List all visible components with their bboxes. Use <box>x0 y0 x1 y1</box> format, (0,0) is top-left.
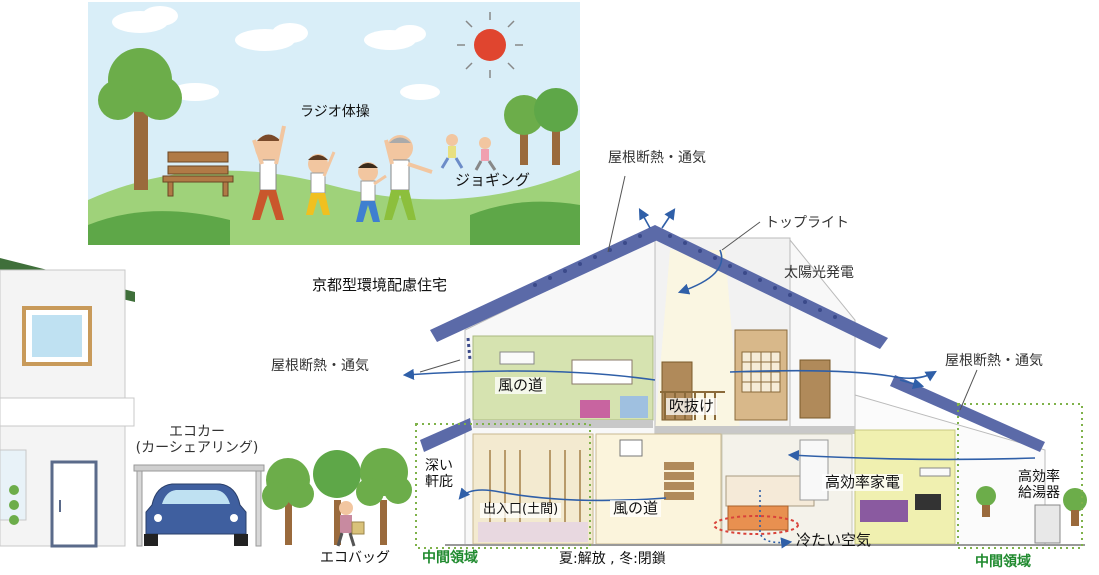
air-conditioner-icon <box>499 351 535 365</box>
house-plants <box>976 486 1087 526</box>
leader-lines <box>419 175 978 411</box>
person-girl <box>306 151 336 215</box>
wind-path-upper-label: 風の道 <box>495 376 547 395</box>
main-house <box>420 225 1087 546</box>
park-tree-left <box>98 48 182 190</box>
jogging-label: ジョギング <box>455 171 531 189</box>
tv-icon <box>915 494 941 510</box>
sun-icon <box>457 12 523 78</box>
ecocar-label: エコカー (カーシェアリング) <box>122 424 272 456</box>
deep-eaves-label: 深い 軒庇 <box>425 458 453 490</box>
neighbor-house <box>0 258 135 548</box>
roof-insulation-right-label: 屋根断熱・通気 <box>945 353 1043 369</box>
middle-zone-left-label: 中間領域 <box>422 550 478 566</box>
main-roof-left <box>430 225 662 342</box>
kitchen-counter <box>727 505 789 531</box>
middle-zone-right-box <box>957 403 1083 549</box>
wind-arrow-lower-right <box>787 449 1036 462</box>
radio-exercise-label: ラジオ体操 <box>300 104 370 120</box>
wind-arrow-upper-left <box>402 368 656 381</box>
sofa-icon <box>860 500 908 522</box>
efficient-heater-line1: 高効率 <box>1018 469 1060 485</box>
eco-car-icon <box>144 483 248 546</box>
wind-path-lower-label: 風の道 <box>610 499 662 518</box>
efficient-heater-line2: 給湯器 <box>1018 485 1060 502</box>
entrance-label: 出入口(土間) <box>480 502 562 518</box>
wind-arrow-upper-right <box>729 369 937 382</box>
ecocar-line2: (カーシェアリング) <box>135 440 259 457</box>
joggers <box>440 134 497 171</box>
ecobag-person <box>336 501 365 547</box>
main-roof-right <box>655 225 888 349</box>
park-panel <box>88 2 580 245</box>
roof-insulation-left-label: 屋根断熱・通気 <box>271 358 369 374</box>
exercising-people <box>252 125 497 222</box>
neighbor-door <box>50 460 98 548</box>
water-heater-icon <box>1034 504 1061 544</box>
person-boy <box>356 162 387 222</box>
stairs <box>664 462 694 500</box>
cool-air-label: 冷たい空気 <box>796 531 872 549</box>
carport <box>133 464 265 547</box>
atrium-label: 吹抜け <box>666 397 718 416</box>
person-grandfather <box>384 135 433 220</box>
efficient-appliances-label: 高効率家電 <box>822 473 904 492</box>
roof-insulation-top-label: 屋根断熱・通気 <box>608 150 706 166</box>
roof-vent-arrow-left <box>638 208 651 229</box>
toplight-arrow <box>677 249 723 295</box>
season-note-label: 夏:解放 , 冬:閉鎖 <box>559 551 666 567</box>
cool-air-ellipse <box>713 515 799 535</box>
living-room <box>595 433 722 545</box>
ecobag-label: エコバッグ <box>320 550 390 566</box>
low-roof-right <box>890 375 1045 452</box>
middle-zone-left-box <box>415 423 591 549</box>
bench-icon <box>162 151 234 197</box>
deep-eaves-line2: 軒庇 <box>425 474 453 491</box>
cool-air-arrow <box>759 490 793 549</box>
deep-eaves-line1: 深い <box>425 458 453 474</box>
ecocar-line1: エコカー <box>169 424 225 440</box>
roof-vent-arrow-right <box>661 208 676 229</box>
middle-zone-right-label: 中間領域 <box>975 554 1031 570</box>
deep-eave <box>420 418 472 452</box>
park-trees-right <box>504 88 578 165</box>
house-title: 京都型環境配慮住宅 <box>312 276 448 294</box>
solar-power-label: 太陽光発電 <box>784 265 854 281</box>
neighbor-balcony <box>0 397 135 427</box>
park-clouds <box>112 6 440 101</box>
street-trees <box>262 448 412 545</box>
efficient-heater-label: 高効率 給湯器 <box>1018 469 1060 501</box>
person-father <box>252 125 286 220</box>
toplight-label: トップライト <box>765 215 849 231</box>
